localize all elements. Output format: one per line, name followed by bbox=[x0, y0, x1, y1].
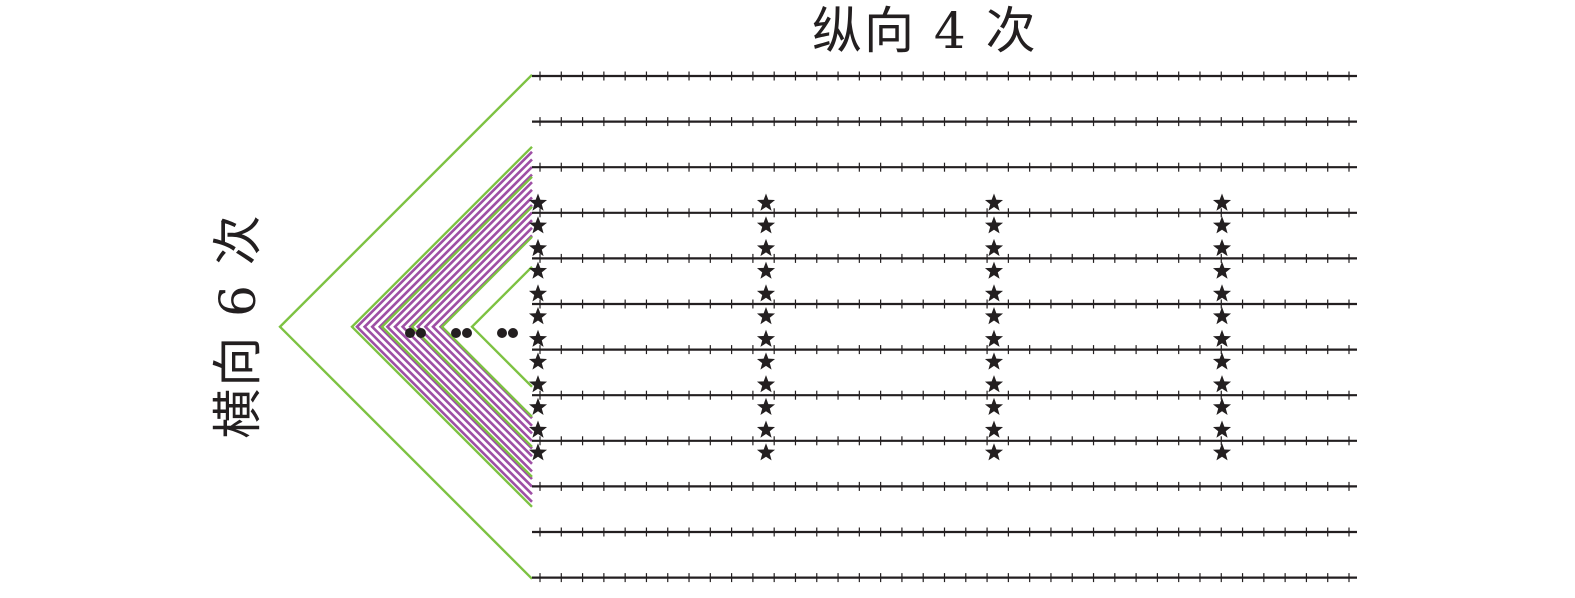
star-icon bbox=[1212, 329, 1232, 347]
green-chevrons bbox=[278, 73, 533, 580]
purple-chevron bbox=[431, 226, 533, 427]
star-icon bbox=[984, 261, 1004, 279]
star-icon bbox=[756, 307, 776, 325]
star-column bbox=[756, 193, 776, 461]
star-icon bbox=[984, 443, 1004, 461]
star-icon bbox=[756, 329, 776, 347]
star-icon bbox=[756, 238, 776, 257]
star-icon bbox=[528, 375, 548, 393]
star-icon bbox=[528, 261, 548, 279]
star-icon bbox=[528, 216, 548, 234]
star-icon bbox=[528, 397, 548, 415]
purple-chevron bbox=[377, 173, 533, 480]
dot-pair bbox=[497, 328, 518, 338]
star-icon bbox=[984, 193, 1004, 211]
dot bbox=[451, 328, 461, 338]
star-icon bbox=[1212, 307, 1232, 325]
receiver-line-row bbox=[532, 436, 1357, 446]
dot bbox=[416, 328, 426, 338]
star-icon bbox=[756, 216, 776, 234]
star-icon bbox=[984, 284, 1004, 302]
star-icon bbox=[984, 238, 1004, 257]
star-column bbox=[528, 193, 548, 461]
receiver-line-row bbox=[532, 299, 1357, 309]
purple-chevron bbox=[362, 158, 533, 496]
green-chevron bbox=[440, 235, 533, 418]
star-icon bbox=[528, 307, 548, 325]
star-icon bbox=[1212, 284, 1232, 302]
receiver-line-row bbox=[532, 71, 1357, 81]
star-icon bbox=[984, 329, 1004, 347]
star-icon bbox=[756, 443, 776, 461]
purple-chevron bbox=[370, 166, 533, 488]
star-icon bbox=[756, 352, 776, 370]
green-chevron bbox=[410, 205, 533, 448]
green-chevron bbox=[350, 145, 533, 508]
receiver-line-row bbox=[532, 253, 1357, 263]
star-icon bbox=[1212, 193, 1232, 211]
star-icon bbox=[528, 420, 548, 438]
star-icon bbox=[756, 420, 776, 438]
star-icon bbox=[984, 216, 1004, 234]
star-icon bbox=[528, 443, 548, 461]
receiver-line-row bbox=[532, 208, 1357, 218]
star-icon bbox=[1212, 397, 1232, 415]
star-icon bbox=[984, 420, 1004, 438]
star-icon bbox=[756, 193, 776, 211]
star-icon bbox=[756, 284, 776, 302]
star-icon bbox=[528, 193, 548, 211]
star-icon bbox=[1212, 261, 1232, 279]
star-icon bbox=[528, 352, 548, 370]
star-icon bbox=[528, 238, 548, 257]
dot-pair bbox=[451, 328, 472, 338]
receiver-line-row bbox=[532, 481, 1357, 491]
dot bbox=[497, 328, 507, 338]
star-icon bbox=[756, 261, 776, 279]
purple-chevron bbox=[400, 196, 533, 458]
receiver-line-row bbox=[532, 527, 1357, 537]
star-icon bbox=[756, 397, 776, 415]
purple-chevron bbox=[415, 211, 533, 442]
star-icon bbox=[1212, 352, 1232, 370]
star-icon bbox=[984, 352, 1004, 370]
dot-pair bbox=[405, 328, 426, 338]
star-icon bbox=[1212, 238, 1232, 257]
star-icon bbox=[984, 307, 1004, 325]
star-icon bbox=[1212, 443, 1232, 461]
dot bbox=[405, 328, 415, 338]
purple-chevron bbox=[423, 219, 533, 435]
purple-chevron bbox=[385, 181, 533, 473]
receiver-line-row bbox=[532, 573, 1357, 583]
receiver-lines bbox=[532, 71, 1357, 583]
star-icon bbox=[1212, 216, 1232, 234]
dot-pairs bbox=[405, 328, 518, 338]
longitudinal-count-label: 纵向 4 次 bbox=[812, 2, 1038, 60]
green-chevron bbox=[380, 175, 533, 478]
star-column bbox=[1212, 193, 1232, 461]
transverse-count-label: 横向 6 次 bbox=[209, 213, 267, 439]
receiver-line-row bbox=[532, 117, 1357, 127]
star-icon bbox=[528, 284, 548, 302]
receiver-line-row bbox=[532, 390, 1357, 400]
star-icon bbox=[756, 375, 776, 393]
star-column bbox=[984, 193, 1004, 461]
star-icon bbox=[984, 375, 1004, 393]
receiver-line-row bbox=[532, 162, 1357, 172]
star-icon bbox=[528, 329, 548, 347]
green-chevron bbox=[470, 265, 533, 388]
dot bbox=[508, 328, 518, 338]
dot bbox=[462, 328, 472, 338]
green-chevron bbox=[278, 73, 533, 580]
star-columns bbox=[528, 193, 1232, 461]
star-icon bbox=[1212, 420, 1232, 438]
purple-chevron bbox=[438, 234, 533, 420]
star-icon bbox=[1212, 375, 1232, 393]
star-icon bbox=[984, 397, 1004, 415]
receiver-line-row bbox=[532, 345, 1357, 355]
purple-chevron bbox=[408, 204, 533, 450]
purple-chevron bbox=[355, 150, 533, 503]
purple-chevron bbox=[393, 188, 533, 465]
